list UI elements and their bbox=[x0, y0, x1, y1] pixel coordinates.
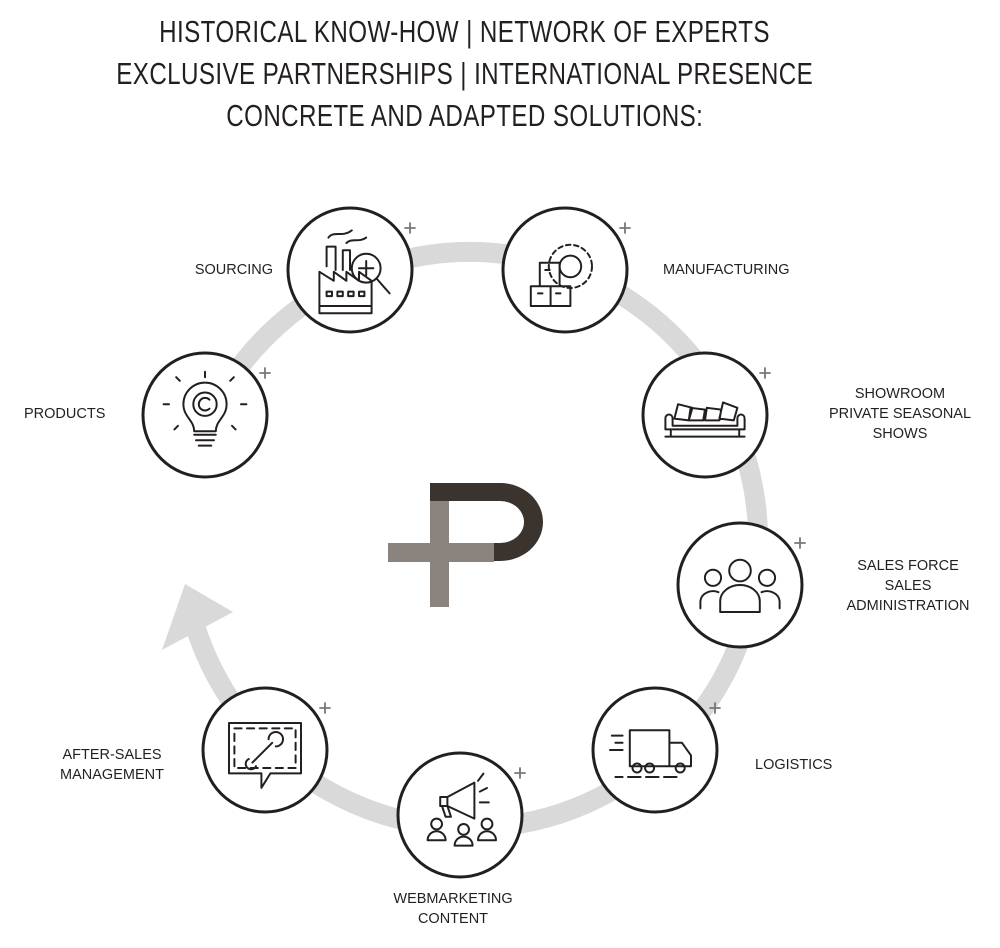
label-products: PRODUCTS bbox=[24, 406, 106, 422]
node-circle bbox=[591, 686, 719, 814]
plus-icon[interactable] bbox=[259, 367, 271, 379]
plus-icon[interactable] bbox=[709, 702, 721, 714]
label-line: PRIVATE SEASONAL bbox=[828, 406, 972, 422]
logo bbox=[388, 483, 543, 607]
label-showroom: SHOWROOM PRIVATE SEASONAL SHOWS bbox=[829, 384, 971, 444]
wrench-speech-bubble-icon bbox=[228, 722, 302, 789]
label-sourcing: SOURCING bbox=[194, 262, 273, 278]
node-logistics[interactable] bbox=[591, 686, 721, 814]
label-line: WEBMARKETING bbox=[393, 891, 513, 907]
label-webmarketing: WEBMARKETING CONTENT bbox=[393, 889, 512, 929]
node-circle bbox=[396, 751, 524, 879]
megaphone-audience-icon bbox=[426, 772, 497, 847]
node-products[interactable] bbox=[141, 351, 271, 479]
node-aftersales[interactable] bbox=[201, 686, 331, 814]
node-showroom[interactable] bbox=[641, 351, 771, 479]
node-webmarketing[interactable] bbox=[396, 751, 526, 879]
plus-icon[interactable] bbox=[404, 222, 416, 234]
label-line: SHOWS bbox=[872, 426, 928, 442]
headline-line-2: EXCLUSIVE PARTNERSHIPS | INTERNATIONAL P… bbox=[116, 56, 814, 91]
return-arrow-head bbox=[162, 584, 233, 650]
gear-boxes-icon bbox=[529, 243, 593, 307]
lightbulb-copyright-icon bbox=[162, 370, 248, 447]
label-logistics: LOGISTICS bbox=[755, 757, 833, 773]
plus-icon[interactable] bbox=[514, 767, 526, 779]
people-group-icon bbox=[699, 558, 781, 613]
label-manufacturing: MANUFACTURING bbox=[663, 262, 790, 278]
label-line: SALES bbox=[884, 578, 932, 594]
label-line: AFTER-SALES bbox=[62, 747, 162, 763]
label-aftersales: AFTER-SALES MANAGEMENT bbox=[60, 745, 164, 785]
label-sales: SALES FORCE SALES ADMINISTRATION bbox=[847, 556, 970, 616]
label-line: MANAGEMENT bbox=[60, 767, 164, 783]
node-circle bbox=[501, 206, 629, 334]
truck-icon bbox=[609, 729, 692, 778]
label-line: ADMINISTRATION bbox=[846, 598, 970, 614]
headline-line-1: HISTORICAL KNOW-HOW | NETWORK OF EXPERTS bbox=[159, 14, 771, 49]
node-sales[interactable] bbox=[676, 521, 806, 649]
headline-line-3: CONCRETE AND ADAPTED SOLUTIONS: bbox=[226, 98, 704, 133]
node-sourcing[interactable] bbox=[286, 206, 416, 334]
plus-icon[interactable] bbox=[619, 222, 631, 234]
node-manufacturing[interactable] bbox=[501, 206, 631, 334]
sofa-icon bbox=[664, 401, 746, 438]
label-line: SALES FORCE bbox=[857, 558, 959, 574]
plus-icon[interactable] bbox=[759, 367, 771, 379]
plus-icon[interactable] bbox=[319, 702, 331, 714]
label-line: SHOWROOM bbox=[854, 386, 946, 402]
plus-icon[interactable] bbox=[794, 537, 806, 549]
factory-magnifier-icon bbox=[318, 229, 391, 315]
label-line: CONTENT bbox=[417, 911, 489, 927]
